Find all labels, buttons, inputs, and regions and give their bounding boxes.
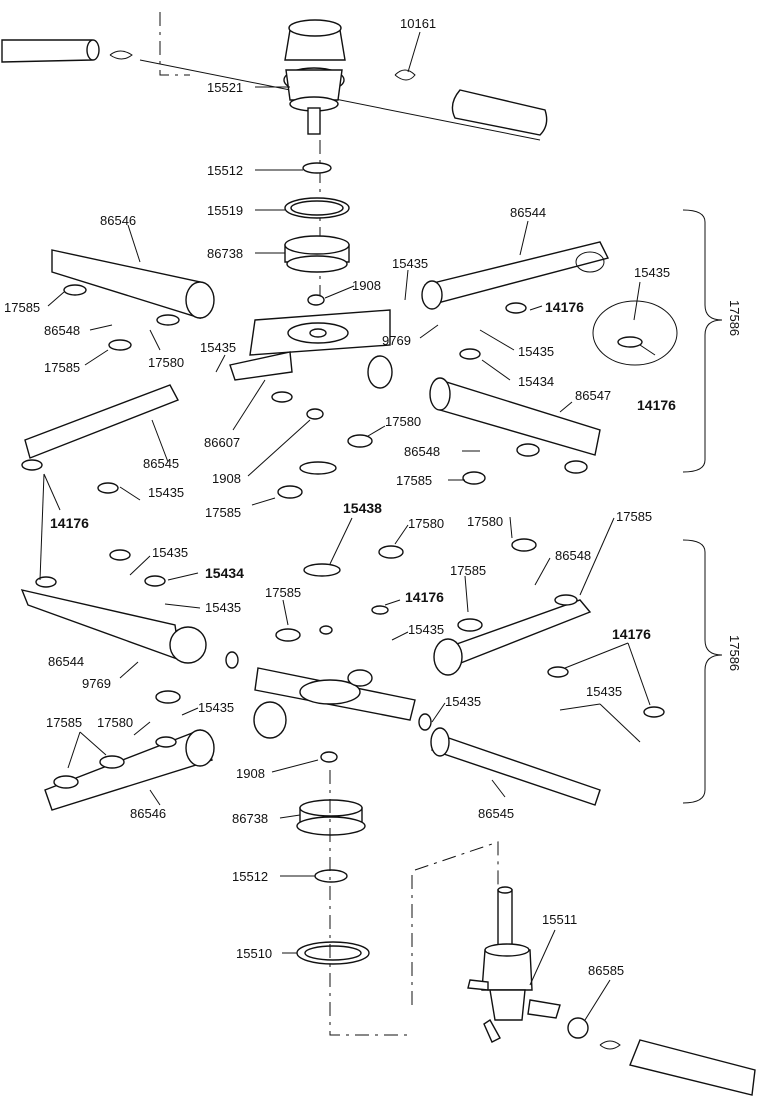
label-86548: 86548: [44, 323, 80, 338]
label-17580: 17580: [467, 514, 503, 529]
label-14176: 14176: [637, 397, 676, 413]
label-15435: 15435: [148, 485, 184, 500]
label-15435: 15435: [634, 265, 670, 280]
label-15512: 15512: [207, 163, 243, 178]
bracket-bottom: [682, 539, 723, 804]
label-17585: 17585: [205, 505, 241, 520]
label-86548: 86548: [555, 548, 591, 563]
label-86607: 86607: [204, 435, 240, 450]
label-15435: 15435: [445, 694, 481, 709]
label-17585: 17585: [616, 509, 652, 524]
label-15512: 15512: [232, 869, 268, 884]
label-17585: 17585: [450, 563, 486, 578]
top-inlet-hose: [1, 12, 548, 141]
label-15521: 15521: [207, 80, 243, 95]
label-86544: 86544: [510, 205, 546, 220]
label-17580: 17580: [385, 414, 421, 429]
label-15435: 15435: [205, 600, 241, 615]
leader-lines: [39, 31, 656, 1021]
label-17580: 17580: [408, 516, 444, 531]
bracket-label-top: 17586: [727, 300, 742, 336]
label-17585: 17585: [4, 300, 40, 315]
label-15519: 15519: [207, 203, 243, 218]
part-labels: 10161 15521 15512 15519 86738 1908 86546…: [4, 16, 742, 978]
label-15511: 15511: [542, 912, 577, 927]
label-86546: 86546: [100, 213, 136, 228]
label-14176: 14176: [405, 589, 444, 605]
label-86545: 86545: [478, 806, 514, 821]
label-86585: 86585: [588, 963, 624, 978]
label-17580: 17580: [97, 715, 133, 730]
label-1908: 1908: [236, 766, 265, 781]
label-86545: 86545: [143, 456, 179, 471]
label-15435: 15435: [518, 344, 554, 359]
bracket-label-bottom: 17586: [727, 635, 742, 671]
label-15435: 15435: [152, 545, 188, 560]
label-86738: 86738: [207, 246, 243, 261]
label-15510: 15510: [236, 946, 272, 961]
label-86738: 86738: [232, 811, 268, 826]
label-9769: 9769: [382, 333, 411, 348]
bracket-top: [682, 209, 723, 473]
label-86547: 86547: [575, 388, 611, 403]
label-86544: 86544: [48, 654, 84, 669]
stack-15512-15519-86738: [284, 162, 350, 306]
label-15435: 15435: [200, 340, 236, 355]
label-15435: 15435: [586, 684, 622, 699]
valve-top-15521: [283, 19, 346, 300]
upper-hub-assembly: [21, 241, 678, 499]
label-15434: 15434: [518, 374, 554, 389]
label-86546: 86546: [130, 806, 166, 821]
label-10161: 10161: [400, 16, 436, 31]
label-17580: 17580: [148, 355, 184, 370]
label-17585: 17585: [44, 360, 80, 375]
label-15435: 15435: [408, 622, 444, 637]
label-86548: 86548: [404, 444, 440, 459]
bottom-stack: [296, 751, 499, 1036]
label-1908: 1908: [352, 278, 381, 293]
label-14176: 14176: [612, 626, 651, 642]
valve-bottom-15511: [467, 886, 756, 1096]
label-17585: 17585: [46, 715, 82, 730]
label-17585: 17585: [396, 473, 432, 488]
label-15438: 15438: [343, 500, 382, 516]
label-17585: 17585: [265, 585, 301, 600]
label-15434: 15434: [205, 565, 244, 581]
label-15435: 15435: [392, 256, 428, 271]
label-9769: 9769: [82, 676, 111, 691]
label-14176: 14176: [50, 515, 89, 531]
label-1908: 1908: [212, 471, 241, 486]
label-14176: 14176: [545, 299, 584, 315]
lower-hub-assembly: [20, 538, 665, 811]
label-15435: 15435: [198, 700, 234, 715]
